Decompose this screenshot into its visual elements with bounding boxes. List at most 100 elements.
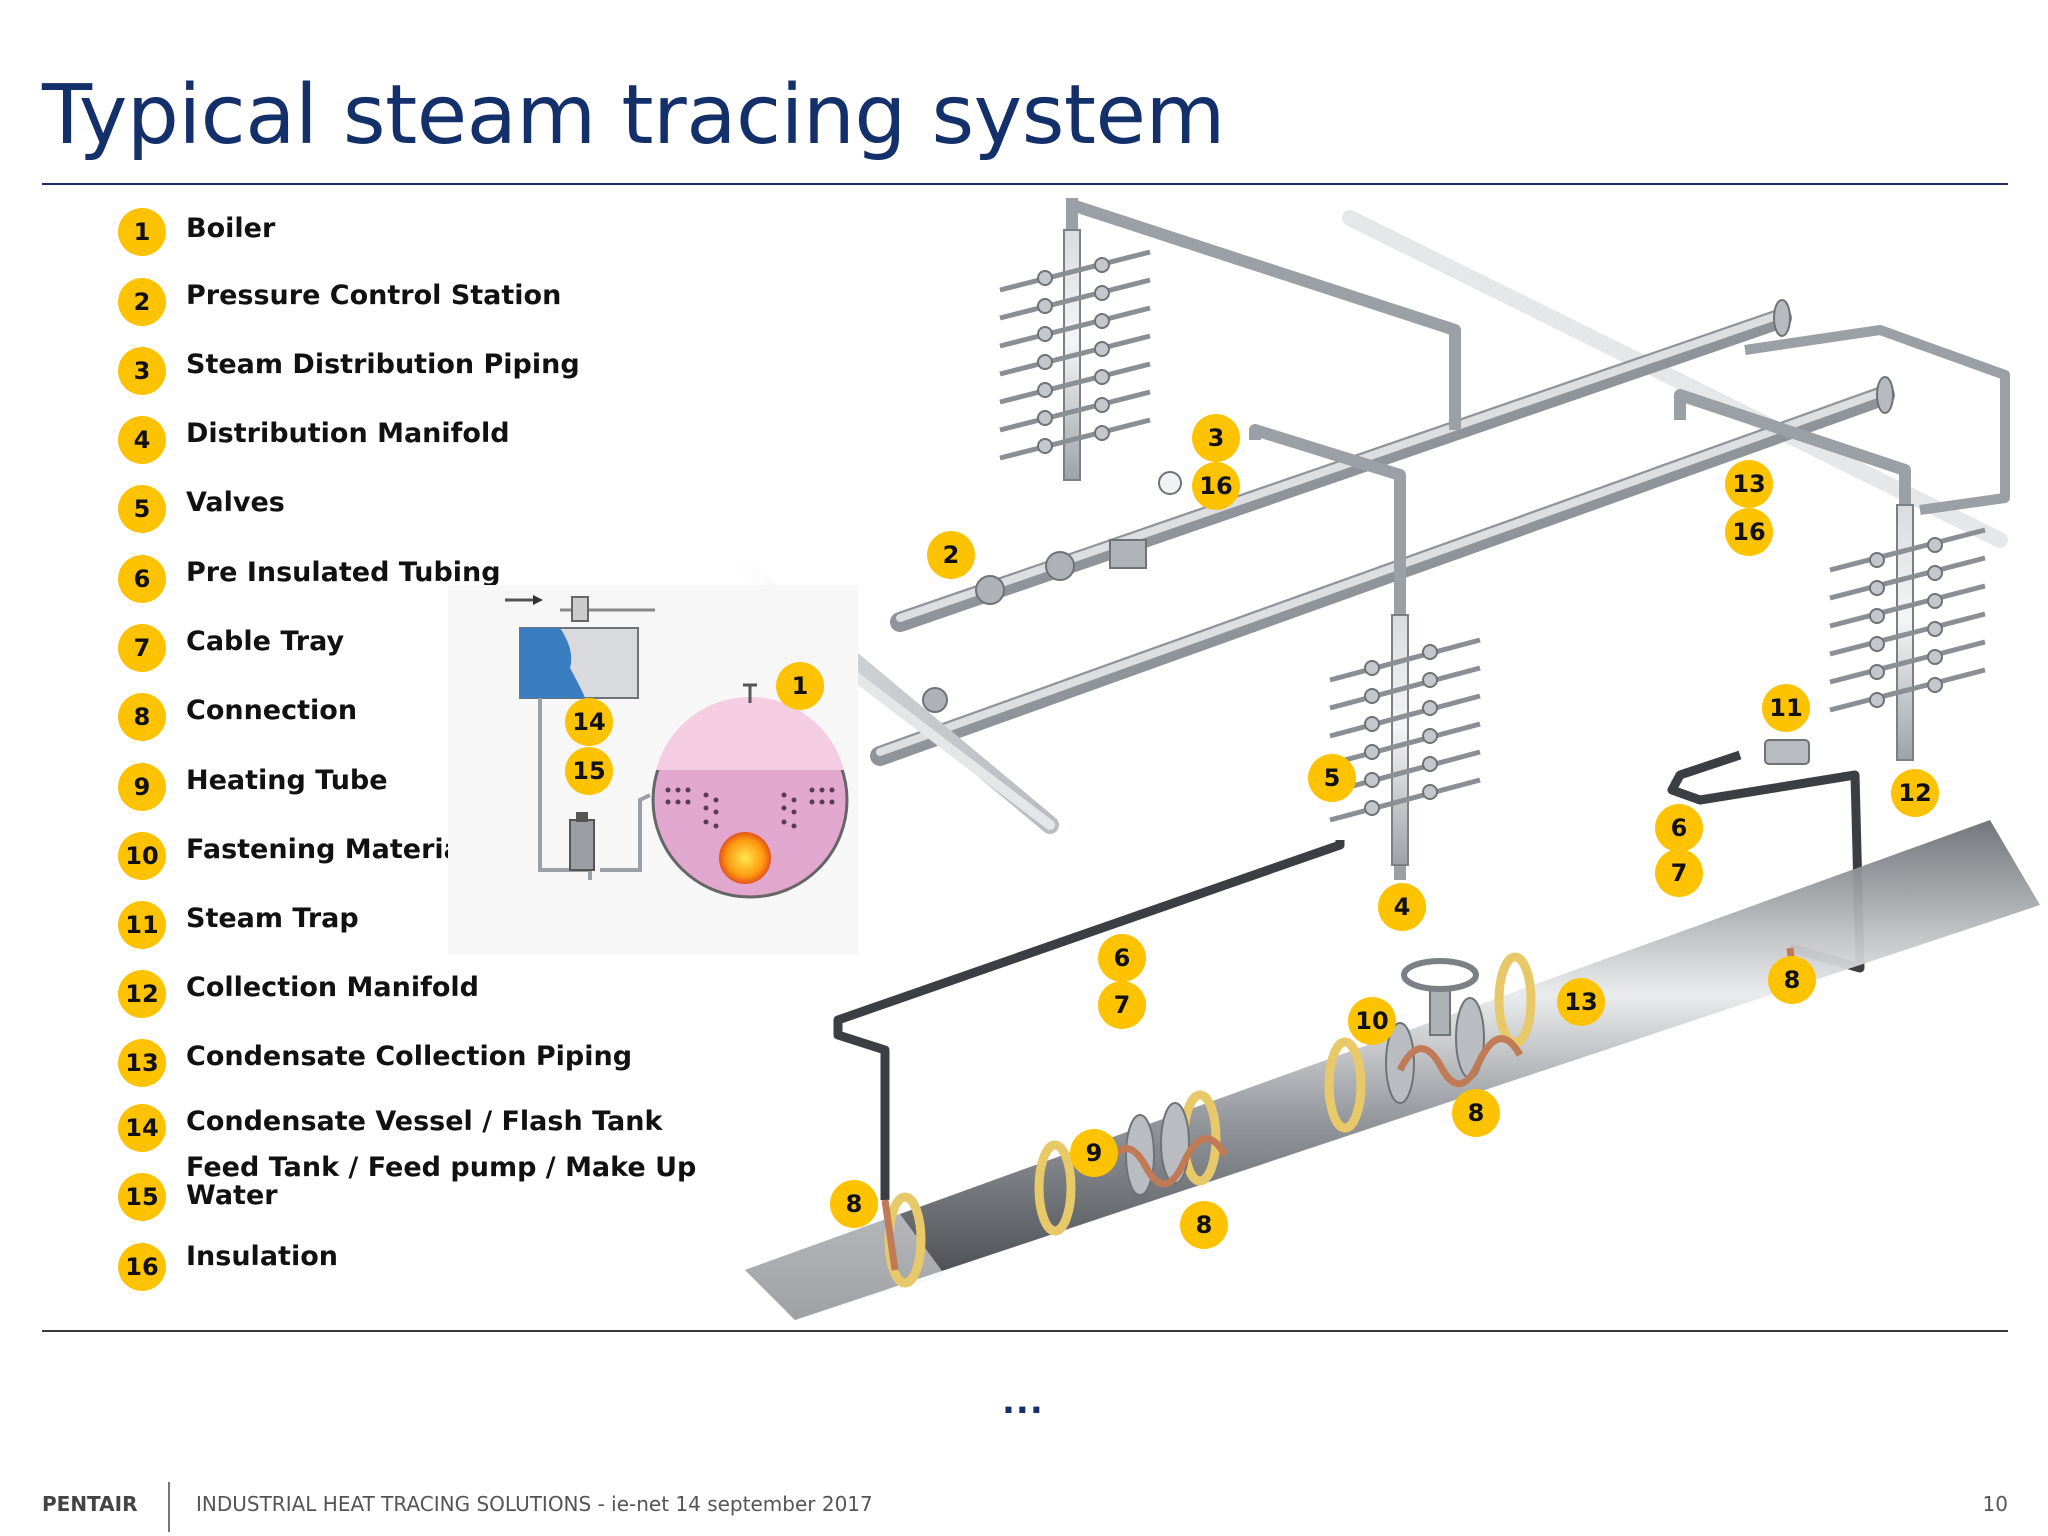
legend-number-badge: 10 — [118, 832, 166, 880]
legend-item: 1 Boiler — [118, 208, 275, 256]
svg-text:2: 2 — [943, 541, 960, 569]
legend-label: Condensate Vessel / Flash Tank — [186, 1106, 663, 1137]
svg-text:8: 8 — [846, 1190, 863, 1218]
collection-manifold — [1829, 504, 1986, 761]
legend-label: Pressure Control Station — [186, 280, 562, 311]
callout-marker: 16 — [1725, 508, 1773, 556]
callout-marker: 9 — [1070, 1129, 1118, 1177]
pressure-gauge — [1158, 471, 1182, 495]
callout-marker: 6 — [1655, 804, 1703, 852]
legend-number-badge: 3 — [118, 347, 166, 395]
pre-insulated-tubing — [833, 840, 1345, 1200]
svg-text:13: 13 — [1564, 988, 1597, 1016]
svg-text:15: 15 — [572, 757, 605, 785]
callout-marker: 16 — [1192, 462, 1240, 510]
callout-marker: 7 — [1098, 981, 1146, 1029]
callout-marker: 13 — [1725, 460, 1773, 508]
svg-text:9: 9 — [1086, 1139, 1103, 1167]
svg-text:7: 7 — [1114, 991, 1131, 1019]
heating-tube — [1101, 1135, 1229, 1188]
insulation-ring — [1324, 1037, 1366, 1133]
callout-marker: 13 — [1557, 978, 1605, 1026]
legend-number-badge: 14 — [118, 1104, 166, 1152]
legend-number-badge: 11 — [118, 901, 166, 949]
background-pipe — [1342, 210, 2008, 548]
svg-text:6: 6 — [1114, 944, 1131, 972]
svg-text:8: 8 — [1468, 1099, 1485, 1127]
footer-text: INDUSTRIAL HEAT TRACING SOLUTIONS - ie-n… — [196, 1492, 873, 1516]
callout-marker: 15 — [565, 747, 613, 795]
legend-label: Heating Tube — [186, 765, 388, 796]
diagram-callouts: 1 2 3 16 13 16 14 15 5 11 12 6 7 4 6 7 1… — [565, 414, 1939, 1249]
steam-trap — [1764, 739, 1810, 765]
callout-marker: 14 — [565, 698, 613, 746]
legend-label: Steam Distribution Piping — [186, 349, 580, 380]
legend-item: 3 Steam Distribution Piping — [118, 347, 580, 395]
callout-marker: 2 — [927, 531, 975, 579]
legend-number-badge: 4 — [118, 416, 166, 464]
callout-marker: 4 — [1378, 883, 1426, 931]
legend-label: Feed Tank / Feed pump / Make Up Water — [186, 1152, 697, 1211]
svg-text:13: 13 — [1732, 470, 1765, 498]
legend-label: Collection Manifold — [186, 972, 479, 1003]
legend-number-badge: 8 — [118, 693, 166, 741]
callout-marker: 10 — [1348, 997, 1396, 1045]
legend-item: 4 Distribution Manifold — [118, 416, 510, 464]
page-title: Typical steam tracing system — [42, 68, 1225, 163]
legend-label: Insulation — [186, 1241, 338, 1272]
legend-item: 10 Fastening Material — [118, 832, 471, 880]
footer-brand: PENTAIR — [42, 1492, 138, 1516]
heating-tube — [1396, 1035, 1524, 1088]
legend-item: 14 Condensate Vessel / Flash Tank — [118, 1104, 662, 1152]
legend-item: 8 Connection — [118, 693, 357, 741]
legend-label: Boiler — [186, 213, 276, 244]
svg-text:16: 16 — [1732, 518, 1765, 546]
callout-marker: 8 — [830, 1180, 878, 1228]
svg-text:14: 14 — [572, 708, 605, 736]
legend-number-badge: 1 — [118, 208, 166, 256]
control-valve — [1045, 551, 1075, 581]
legend-item: 12 Collection Manifold — [118, 970, 479, 1018]
title-divider — [42, 183, 2008, 185]
svg-text:7: 7 — [1671, 859, 1688, 887]
legend-number-badge: 7 — [118, 624, 166, 672]
flash-tank-water — [520, 628, 585, 698]
legend-item: 2 Pressure Control Station — [118, 278, 561, 326]
svg-text:5: 5 — [1324, 764, 1341, 792]
legend-label: Connection — [186, 695, 358, 726]
footer-separator — [168, 1482, 170, 1532]
callout-marker: 8 — [1452, 1089, 1500, 1137]
burner-flame — [719, 832, 771, 884]
callout-marker: 12 — [1891, 769, 1939, 817]
callout-marker: 5 — [1308, 754, 1356, 802]
pre-insulated-tubing — [1667, 750, 1865, 973]
control-valve — [975, 575, 1005, 605]
svg-text:10: 10 — [1355, 1007, 1388, 1035]
insulation-ring — [1034, 1140, 1076, 1236]
legend-number-badge: 12 — [118, 970, 166, 1018]
svg-text:3: 3 — [1208, 424, 1225, 452]
manifold-top-left — [999, 229, 1151, 481]
legend-label: Pre Insulated Tubing — [186, 557, 501, 588]
legend-label: Distribution Manifold — [186, 418, 510, 449]
callout-marker: 7 — [1655, 849, 1703, 897]
valve-handwheel — [1401, 958, 1479, 992]
svg-text:1: 1 — [792, 672, 809, 700]
callout-marker: 6 — [1098, 934, 1146, 982]
legend-number-badge: 2 — [118, 278, 166, 326]
svg-text:4: 4 — [1394, 893, 1411, 921]
legend-label: Fastening Material — [186, 834, 472, 865]
callout-marker: 1 — [776, 662, 824, 710]
svg-text:16: 16 — [1199, 472, 1232, 500]
callout-marker: 11 — [1762, 684, 1810, 732]
svg-text:6: 6 — [1671, 814, 1688, 842]
callout-marker: 8 — [1768, 956, 1816, 1004]
